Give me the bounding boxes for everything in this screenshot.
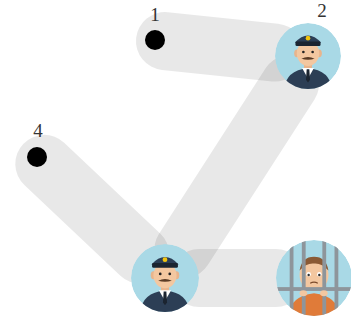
graph-vertex: 4 [27,147,47,167]
edge-band [199,249,276,307]
prisoner-vertex [276,240,351,316]
prisoner-illustration [276,240,351,316]
vertex-number: 2 [317,1,327,20]
police-icon [131,244,199,312]
edge-band [183,84,290,250]
police-vertex: 2 [275,23,341,89]
police-vertex [131,244,199,312]
graph-vertex: 1 [145,30,165,50]
police-figure [275,23,341,89]
prisoner-figure [276,240,351,316]
police-illustration [275,23,341,89]
police-figure [131,244,199,312]
prisoner-icon [276,240,351,316]
vertex-number: 4 [33,121,43,140]
edge-band [165,41,275,53]
police-icon [275,23,341,89]
vertex-number: 1 [150,5,160,24]
police-illustration [131,244,199,312]
edge-band [44,164,140,255]
